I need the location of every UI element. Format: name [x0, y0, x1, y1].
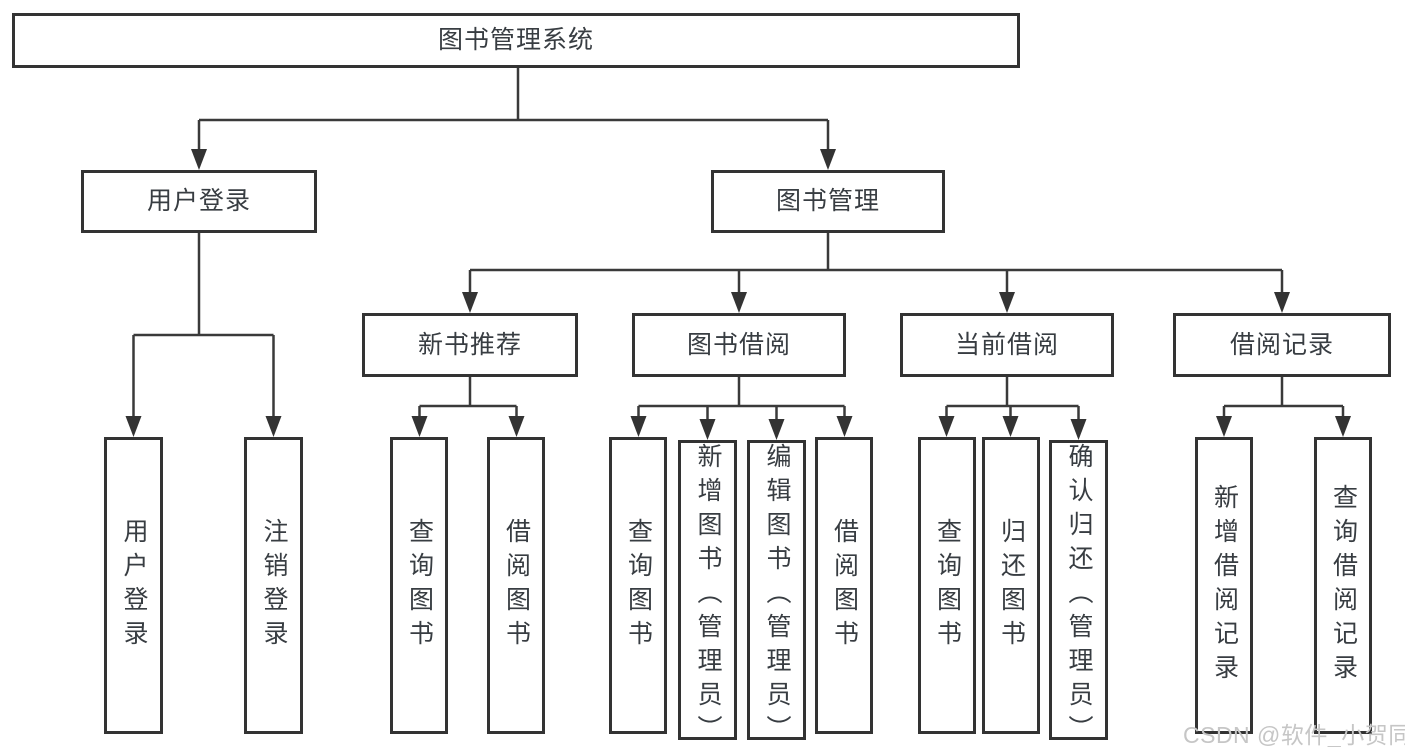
arrow-icon [731, 292, 747, 313]
node-borrow-books-leaf: 借阅图书 [815, 437, 873, 734]
arrow-icon [699, 419, 716, 440]
node-library-management-system: 图书管理系统 [12, 13, 1020, 68]
node-query-books-current: 查询图书 [918, 437, 976, 734]
node-book-management: 图书管理 [711, 170, 945, 233]
node-add-book-admin: 新增图书（管理员） [678, 440, 737, 747]
arrow-icon [938, 416, 955, 437]
connector-root-to-level2 [197, 68, 830, 152]
node-query-borrow-record: 查询借阅记录 [1314, 437, 1372, 734]
arrow-icon [630, 416, 647, 437]
arrow-icon [1002, 416, 1019, 437]
node-new-book-recommend: 新书推荐 [362, 313, 578, 377]
arrow-icon [768, 419, 785, 440]
node-user-login: 用户登录 [81, 170, 317, 233]
node-query-books-recommend: 查询图书 [390, 437, 448, 734]
csdn-watermark: CSDN @软件_小贺同学 [1183, 722, 1405, 747]
node-return-books: 归还图书 [982, 437, 1040, 734]
arrow-icon [508, 416, 525, 437]
connector-user-login [132, 233, 275, 418]
connector-book-management [468, 233, 1284, 294]
arrow-icon [836, 416, 853, 437]
node-edit-book-admin: 编辑图书（管理员） [747, 440, 806, 747]
node-query-books-borrow: 查询图书 [609, 437, 667, 734]
arrow-icon [820, 149, 836, 170]
connector-book-borrow [637, 377, 846, 421]
node-add-borrow-record: 新增借阅记录 [1195, 437, 1253, 734]
node-confirm-return-admin: 确认归还（管理员） [1049, 440, 1108, 747]
arrow-icon [1335, 416, 1351, 437]
connector-new-book-recommend [418, 377, 518, 418]
connector-borrow-records [1222, 377, 1345, 418]
arrow-icon [999, 292, 1015, 313]
arrow-icon [125, 416, 142, 437]
node-borrow-books-recommend: 借阅图书 [487, 437, 545, 734]
connector-current-borrow [945, 377, 1080, 421]
arrow-icon [1274, 292, 1290, 313]
node-current-borrow: 当前借阅 [900, 313, 1114, 377]
arrow-icon [1070, 419, 1087, 440]
node-logout-leaf: 注销登录 [244, 437, 303, 734]
arrow-icon [265, 416, 282, 437]
arrow-icon [462, 292, 478, 313]
arrow-icon [411, 416, 428, 437]
node-borrow-records: 借阅记录 [1173, 313, 1391, 377]
node-book-borrow: 图书借阅 [632, 313, 846, 377]
arrow-icon [1216, 416, 1232, 437]
node-user-login-leaf: 用户登录 [104, 437, 163, 734]
arrow-icon [191, 149, 207, 170]
